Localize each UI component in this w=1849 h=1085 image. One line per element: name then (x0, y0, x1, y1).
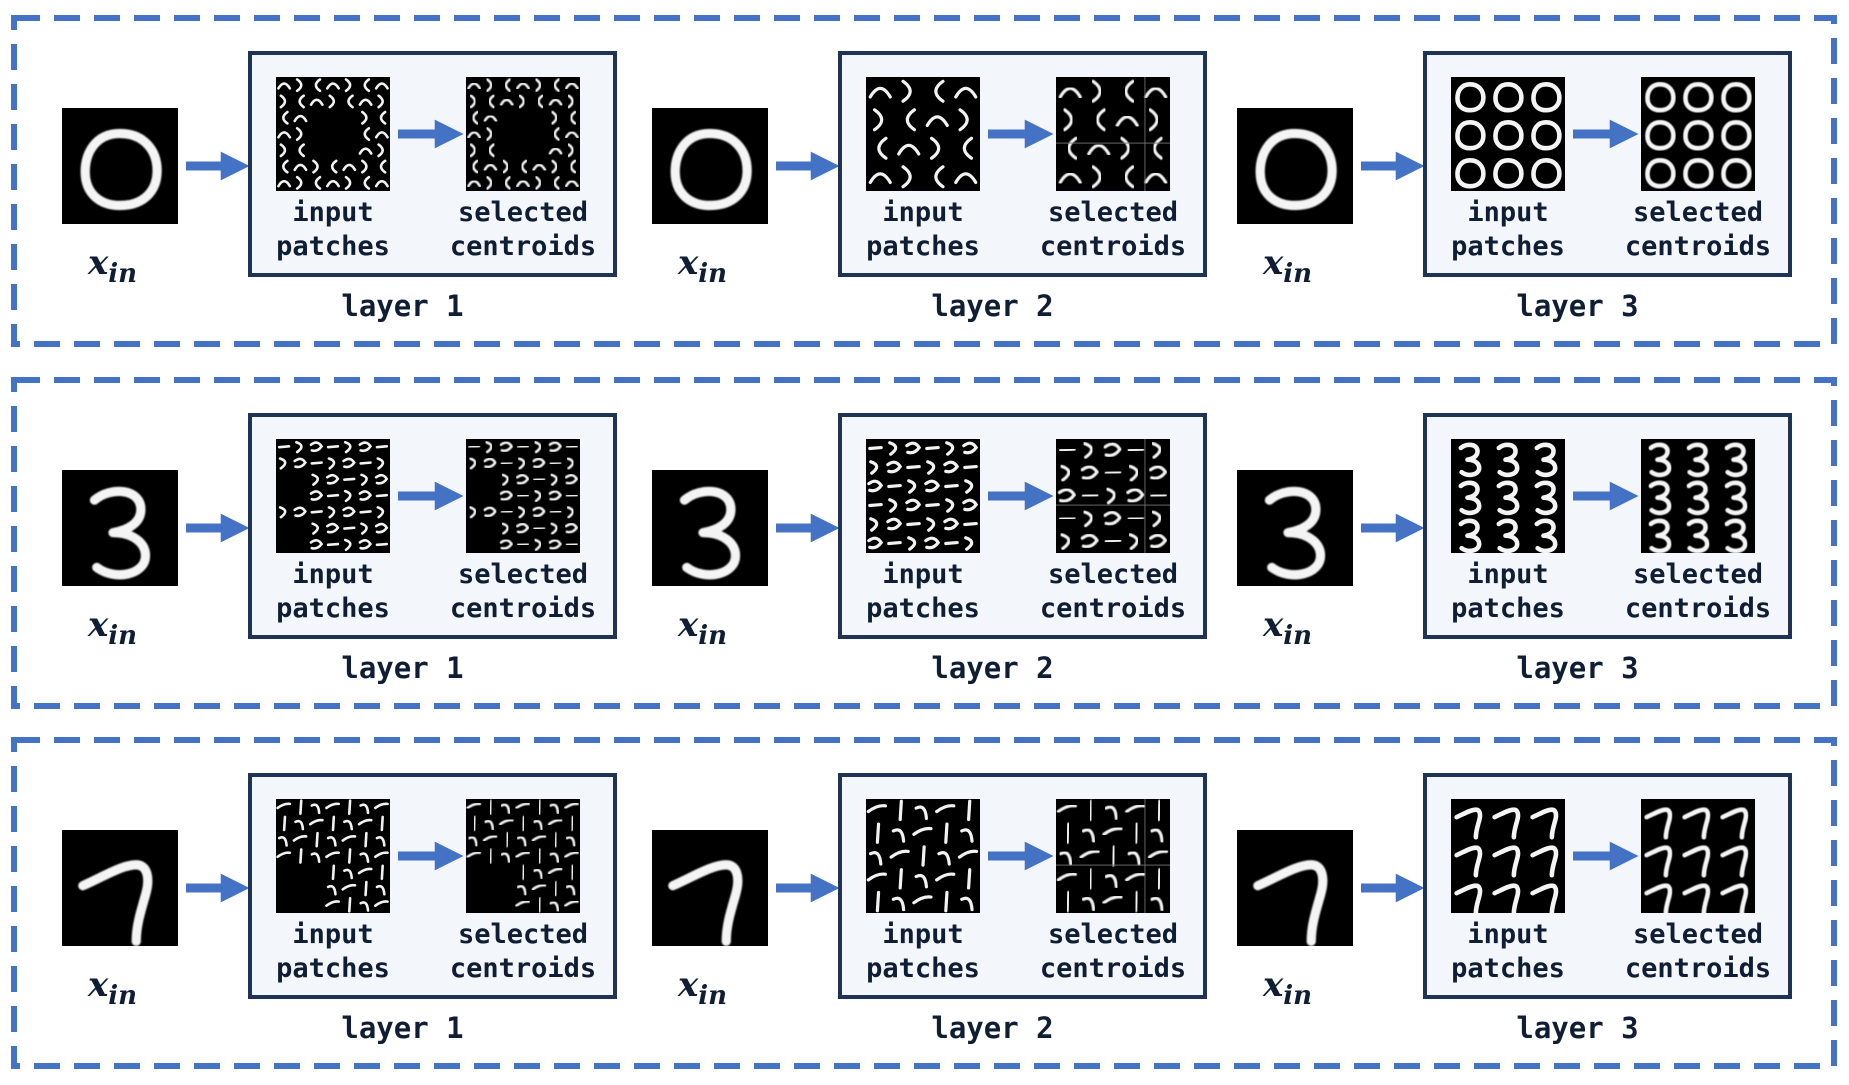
x-in-label: xin (87, 243, 137, 289)
x-in-label: xin (677, 243, 727, 289)
selected-centroids-image (466, 799, 580, 913)
x-in-label: xin (1262, 605, 1312, 651)
layer-title: layer 1 (341, 1011, 463, 1045)
input-patches-label: input (1467, 197, 1548, 228)
selected-centroids-label: centroids (450, 953, 596, 984)
selected-centroids-image (1641, 439, 1755, 553)
input-digit-image (652, 470, 768, 586)
selected-centroids-label: centroids (1040, 953, 1186, 984)
input-patches-image (1451, 77, 1565, 191)
selected-centroids-label: centroids (1625, 593, 1771, 624)
input-digit-image (62, 830, 178, 946)
x-in-label: xin (87, 605, 137, 651)
input-patches-label: input (882, 559, 963, 590)
selected-centroids-label: centroids (1040, 593, 1186, 624)
selected-centroids-image (1056, 77, 1170, 191)
input-patches-image (276, 439, 390, 553)
input-patches-label: input (1467, 919, 1548, 950)
input-patches-image (276, 77, 390, 191)
input-patches-label: input (292, 197, 373, 228)
selected-centroids-image (466, 77, 580, 191)
selected-centroids-label: selected (1633, 559, 1763, 590)
selected-centroids-label: centroids (1625, 231, 1771, 262)
layer-title: layer 3 (1516, 651, 1638, 685)
selected-centroids-image (1641, 77, 1755, 191)
selected-centroids-image (1056, 439, 1170, 553)
input-digit-image (1237, 830, 1353, 946)
selected-centroids-label: selected (458, 919, 588, 950)
input-patches-image (866, 77, 980, 191)
input-digit-image (62, 108, 178, 224)
input-patches-label: patches (1451, 593, 1565, 624)
selected-centroids-label: selected (1633, 197, 1763, 228)
layer-title: layer 1 (341, 651, 463, 685)
input-patches-image (1451, 799, 1565, 913)
input-digit-image (652, 830, 768, 946)
input-digit-image (652, 108, 768, 224)
selected-centroids-image (1641, 799, 1755, 913)
x-in-label: xin (87, 965, 137, 1011)
input-patches-label: patches (866, 953, 980, 984)
selected-centroids-label: selected (1048, 559, 1178, 590)
selected-centroids-label: centroids (1625, 953, 1771, 984)
selected-centroids-label: centroids (1040, 231, 1186, 262)
x-in-label: xin (1262, 243, 1312, 289)
x-in-label: xin (1262, 965, 1312, 1011)
input-digit-image (1237, 108, 1353, 224)
selected-centroids-label: selected (1048, 197, 1178, 228)
selected-centroids-label: selected (458, 197, 588, 228)
input-digit-image (62, 470, 178, 586)
selected-centroids-label: selected (1048, 919, 1178, 950)
selected-centroids-label: selected (1633, 919, 1763, 950)
input-patches-image (1451, 439, 1565, 553)
selected-centroids-label: centroids (450, 593, 596, 624)
x-in-label: xin (677, 965, 727, 1011)
selected-centroids-image (1056, 799, 1170, 913)
layer-title: layer 2 (931, 651, 1053, 685)
input-patches-label: patches (866, 593, 980, 624)
layer-title: layer 2 (931, 289, 1053, 323)
selected-centroids-image (466, 439, 580, 553)
input-patches-label: input (1467, 559, 1548, 590)
input-patches-label: input (292, 919, 373, 950)
input-patches-image (866, 799, 980, 913)
selected-centroids-label: centroids (450, 231, 596, 262)
input-patches-label: patches (1451, 231, 1565, 262)
input-patches-label: input (882, 919, 963, 950)
input-patches-label: input (292, 559, 373, 590)
input-patches-label: patches (276, 953, 390, 984)
input-patches-image (866, 439, 980, 553)
input-patches-image (276, 799, 390, 913)
selected-centroids-label: selected (458, 559, 588, 590)
input-patches-label: patches (276, 593, 390, 624)
layer-title: layer 3 (1516, 289, 1638, 323)
layer-title: layer 2 (931, 1011, 1053, 1045)
input-patches-label: patches (866, 231, 980, 262)
input-patches-label: input (882, 197, 963, 228)
input-patches-label: patches (276, 231, 390, 262)
input-digit-image (1237, 470, 1353, 586)
x-in-label: xin (677, 605, 727, 651)
layer-title: layer 3 (1516, 1011, 1638, 1045)
input-patches-label: patches (1451, 953, 1565, 984)
layer-title: layer 1 (341, 289, 463, 323)
